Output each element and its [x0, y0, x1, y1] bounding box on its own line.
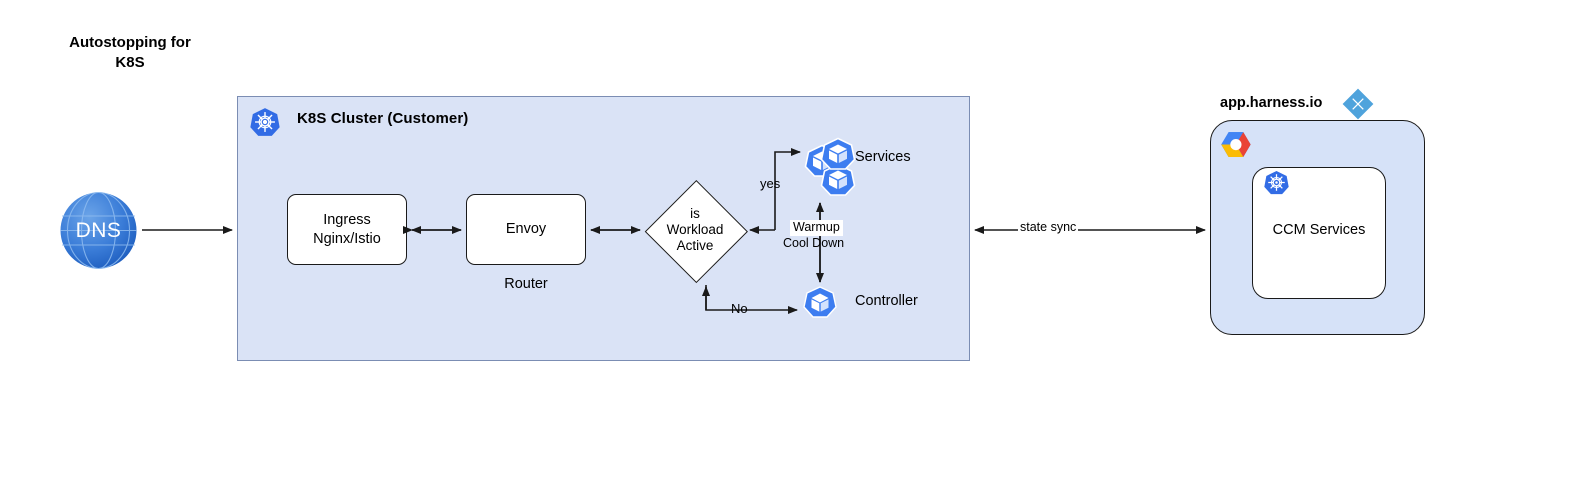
kubernetes-icon	[1264, 170, 1289, 195]
google-cloud-icon	[1220, 130, 1252, 160]
harness-url-label: app.harness.io	[1220, 95, 1323, 111]
cluster-title: K8S Cluster (Customer)	[297, 110, 469, 127]
services-label: Services	[855, 149, 911, 165]
edge-label-warmup: Warmup	[790, 220, 843, 236]
decision-label: is Workload Active	[666, 205, 724, 254]
kubernetes-pods-icon	[796, 136, 864, 198]
router-label: Router	[504, 276, 548, 292]
edge-label-cooldown: Cool Down	[783, 236, 845, 250]
edge-label-yes: yes	[760, 176, 781, 191]
ccm-services-label: CCM Services	[1272, 222, 1366, 238]
kubernetes-icon	[250, 107, 280, 137]
globe-icon	[60, 191, 137, 270]
page-title: Autostopping for K8S	[69, 34, 191, 72]
decision-diamond: is Workload Active	[644, 179, 748, 283]
envoy-node: Envoy	[466, 194, 586, 265]
dns-label: DNS	[75, 218, 122, 242]
controller-label: Controller	[855, 293, 918, 309]
edge-label-no: No	[731, 301, 748, 316]
harness-diamond-logo	[1342, 88, 1374, 120]
dns-node: DNS	[60, 191, 137, 270]
kubernetes-pod-icon	[802, 286, 838, 319]
edge-label-state-sync: state sync	[1018, 220, 1079, 236]
